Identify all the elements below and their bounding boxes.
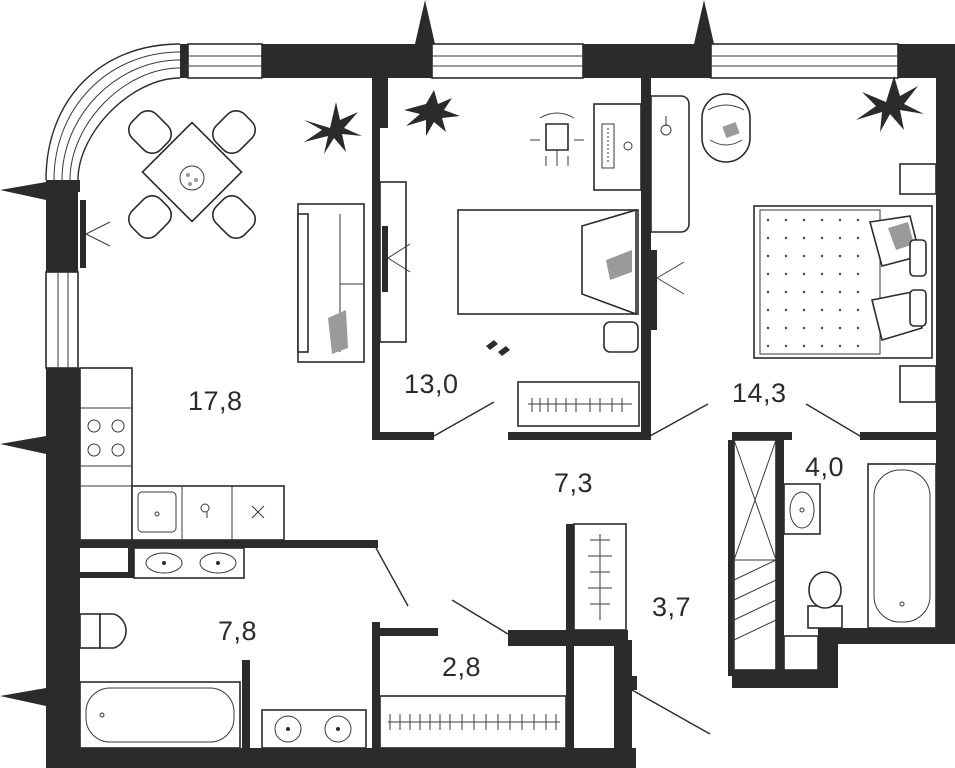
area-hallway: 7,3 bbox=[554, 468, 593, 498]
sofa bbox=[297, 203, 365, 363]
plant-icon bbox=[304, 102, 362, 154]
bedroom-1-furniture bbox=[379, 90, 642, 427]
window-door-marker bbox=[80, 200, 111, 268]
small-bathroom-fixtures bbox=[783, 463, 937, 671]
storage-shelving bbox=[379, 695, 567, 749]
bedroom-2-furniture bbox=[650, 76, 937, 403]
area-living-kitchen: 17,8 bbox=[188, 386, 243, 416]
dining-table bbox=[128, 110, 256, 239]
area-bathroom-small: 4,0 bbox=[805, 452, 844, 482]
main-bathroom-fixtures bbox=[79, 547, 367, 749]
hall-wardrobe bbox=[573, 439, 777, 671]
area-bathroom-main: 7,8 bbox=[218, 616, 257, 646]
area-bedroom-2: 14,3 bbox=[732, 378, 787, 408]
area-labels: 17,8 13,0 14,3 4,0 7,3 3,7 7,8 2,8 bbox=[188, 369, 844, 682]
area-bedroom-1: 13,0 bbox=[404, 369, 459, 399]
area-storage: 2,8 bbox=[442, 652, 481, 682]
area-wardrobe-hall: 3,7 bbox=[652, 592, 691, 622]
kitchen-counter bbox=[79, 367, 285, 541]
